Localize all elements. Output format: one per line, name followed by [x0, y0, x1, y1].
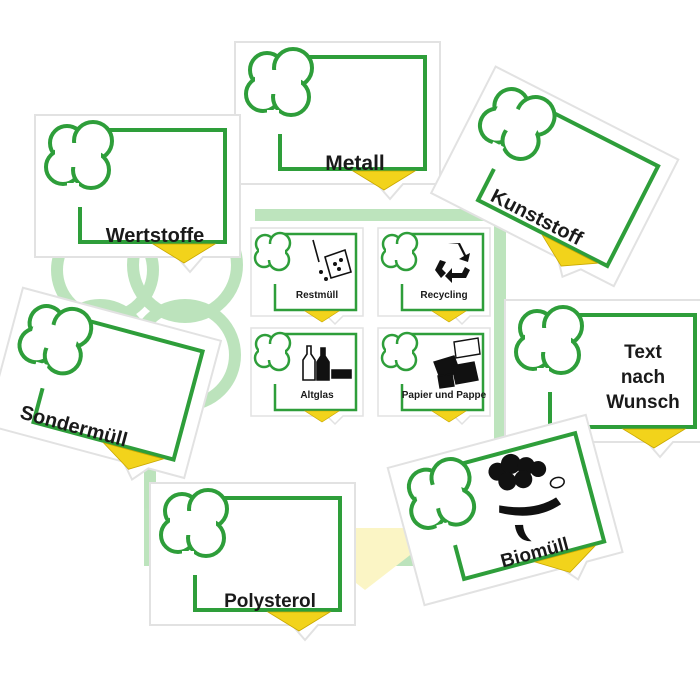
small-sticker-recycling-label: Recycling: [420, 290, 467, 301]
small-sticker-recycling: Recycling: [376, 226, 492, 326]
paper-boxes-icon: [433, 337, 481, 389]
small-sticker-papier-pappe-label: Papier und Pappe: [402, 390, 487, 401]
recycling-symbol-icon: [435, 243, 470, 283]
sticker-polysterol: Polysterol: [148, 481, 357, 642]
sticker-text-nach-wunsch: Text nach Wunsch: [503, 298, 700, 459]
small-sticker-altglas: Altglas: [249, 326, 365, 426]
sticker-text-line-2: nach: [621, 367, 665, 388]
sticker-text-line-3: Wunsch: [606, 392, 680, 413]
sticker-metall-label: Metall: [325, 152, 385, 175]
small-sticker-papier-pappe: Papier und Pappe: [376, 326, 492, 426]
small-sticker-altglas-label: Altglas: [300, 390, 334, 401]
biowaste-icon: [488, 453, 565, 542]
small-sticker-restmuell: Restmüll: [249, 226, 365, 326]
sticker-text-line-1: Text: [624, 342, 662, 363]
glass-bottles-icon: [302, 345, 352, 381]
small-sticker-restmuell-label: Restmüll: [296, 290, 338, 301]
sticker-polysterol-label: Polysterol: [224, 591, 316, 612]
sticker-biomuell: Biomüll: [385, 412, 629, 622]
sticker-metall: Metall: [233, 40, 442, 201]
sticker-wertstoffe: Wertstoffe: [33, 113, 242, 274]
sticker-wertstoffe-label: Wertstoffe: [106, 225, 205, 247]
trash-bin-icon: [312, 239, 352, 281]
